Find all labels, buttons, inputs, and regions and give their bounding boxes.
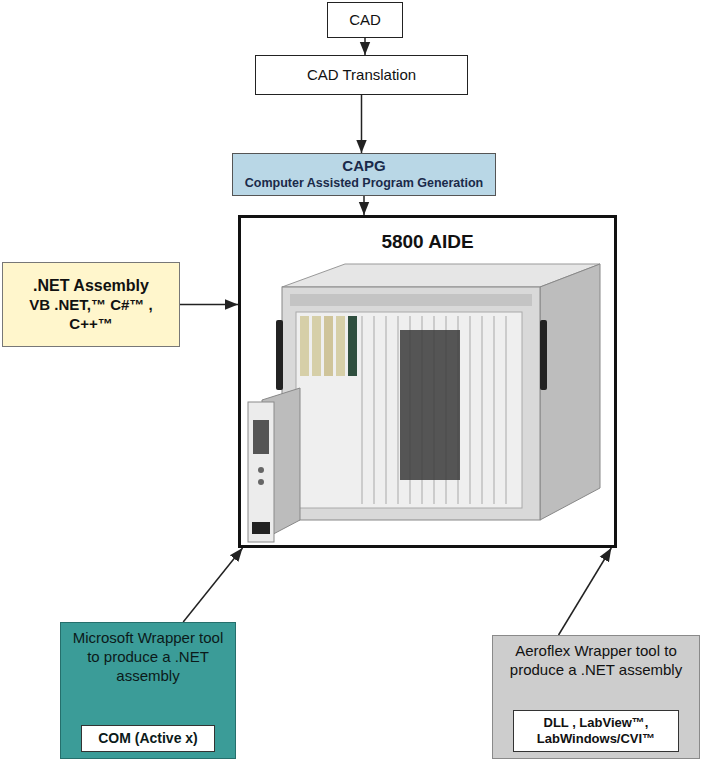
flow-arrow [364,38,366,55]
module-connector [253,420,269,454]
module-port [258,479,264,485]
card [312,316,321,376]
process-box: CAPGComputer Assisted Program Generation [232,153,496,196]
input-box: CAD [327,2,403,38]
node-label: Aeroflex Wrapper tool to produce a .NET … [499,642,693,680]
source-box: .NET AssemblyVB .NET,™ C#™ , C++™ [2,262,180,347]
open-slot [400,330,460,480]
card [348,316,357,376]
slot-lines [362,316,506,504]
process-box: CAD Translation [255,55,468,95]
node-label: COM (Active x) [98,730,198,748]
card [336,316,345,376]
format-box: DLL , LabView™, LabWindows/CVI™ [513,710,679,753]
card [324,316,333,376]
node-label: .NET Assembly [33,276,149,296]
tool-box: Aeroflex Wrapper tool to produce a .NET … [492,635,700,759]
node-label: Microsoft Wrapper tool to produce a .NET… [67,629,229,685]
handle [276,320,283,390]
system-box: 5800 AIDE [238,215,617,548]
node-subtitle: Computer Assisted Program Generation [245,176,483,192]
node-label: CAPG [342,157,385,176]
flow-arrow [559,548,612,635]
tool-box: Microsoft Wrapper tool to produce a .NET… [60,622,236,759]
node-label: 5800 AIDE [381,230,473,254]
flow-arrow [363,196,365,215]
format-box: COM (Active x) [81,725,215,753]
card-cage [296,312,522,508]
chassis-side [540,264,600,520]
node-label: CAD Translation [307,66,416,85]
card-slots [300,316,506,504]
module-port [258,467,264,473]
module-panel [248,402,274,542]
chassis-front [282,287,540,520]
flow-arrow [361,95,363,153]
node-label: DLL , LabView™, LabWindows/CVI™ [520,715,672,748]
plug-in-module [248,388,300,542]
node-label: CAD [349,11,381,30]
module-latch [252,522,270,534]
handle [540,320,547,390]
card [300,316,309,376]
chassis-header [290,294,532,306]
flow-arrow [183,548,242,622]
flow-arrow [180,304,238,306]
node-subtitle: VB .NET,™ C#™ , C++™ [9,296,173,334]
